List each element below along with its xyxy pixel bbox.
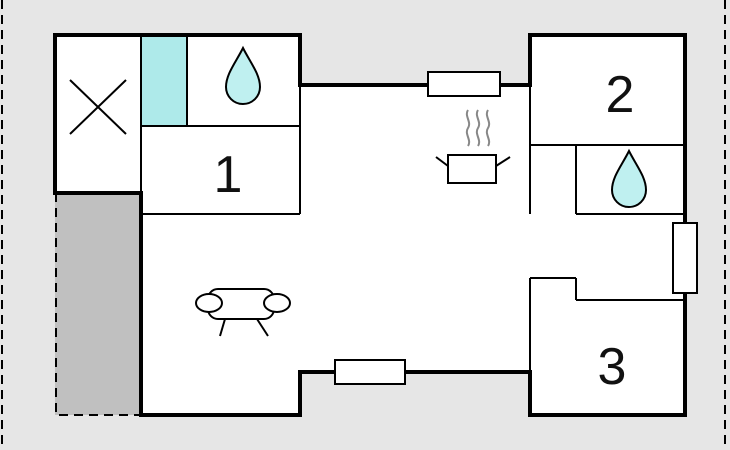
water-drop-icon	[224, 45, 262, 105]
window-bottom	[334, 359, 406, 385]
room-3-number: 3	[598, 338, 627, 396]
cooking-pot-icon	[435, 109, 511, 184]
room-2-number: 2	[606, 66, 635, 124]
terrace	[55, 193, 139, 415]
shower	[141, 37, 186, 126]
terrace-dashed-edge	[55, 193, 139, 416]
room-1-number: 1	[214, 146, 243, 204]
interior-floor	[55, 35, 685, 415]
water-drop-icon	[610, 148, 648, 208]
sofa-icon	[195, 288, 291, 337]
stairs-cross-icon	[69, 79, 127, 135]
window-right	[672, 222, 698, 294]
interior-walls	[140, 35, 685, 415]
window-top	[427, 71, 501, 97]
